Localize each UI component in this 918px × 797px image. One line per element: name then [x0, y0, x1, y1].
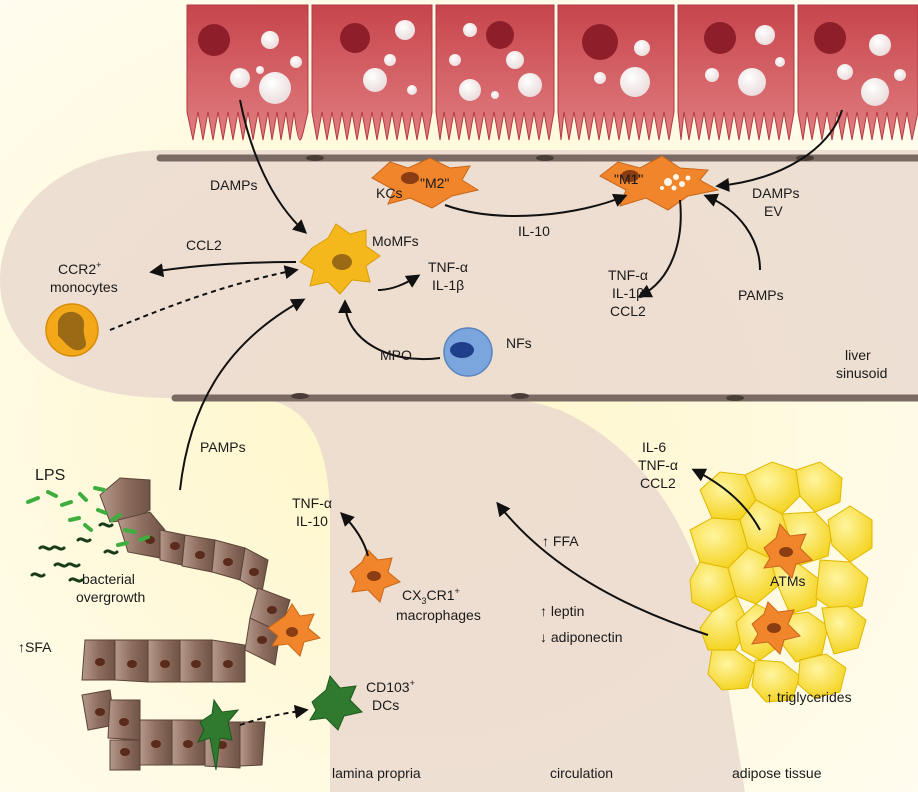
arrow-momf-output	[377, 274, 421, 291]
arrow-cx3cr1-output	[340, 512, 369, 557]
label-adipose-output-ccl2: CCL2	[640, 475, 676, 491]
label-lp-output-il10: IL-10	[296, 513, 328, 529]
gut-macrophage-epithelial	[267, 603, 322, 657]
liver-sinusoid-vessel	[0, 150, 918, 792]
label-bacterial: bacterial	[82, 571, 135, 587]
label-cx3cr1: CX3CR1+	[402, 586, 460, 606]
cd103-dc-cell	[309, 674, 363, 731]
label-damps-ev-line2: EV	[764, 203, 783, 219]
label-il10-mid: IL-10	[518, 223, 550, 239]
arrow-gut-pamps-to-momf	[179, 298, 306, 491]
lps-bacteria	[26, 486, 150, 547]
label-macrophages: macrophages	[396, 607, 481, 623]
endothelium-bottom-nuclei	[291, 393, 744, 401]
label-m1-output-il1b: IL-1β	[612, 285, 644, 301]
arrow-atm-output	[691, 468, 761, 531]
label-dcs: DCs	[372, 697, 399, 713]
label-m1-output-ccl2: CCL2	[610, 303, 646, 319]
arrow-adipose-to-circulation	[496, 501, 709, 636]
arrow-damps-to-m1	[715, 109, 843, 192]
arrows	[109, 99, 843, 726]
label-m1: "M1"	[614, 171, 643, 187]
neutrophil-cell	[443, 327, 493, 377]
arrow-m2-to-m1	[444, 193, 628, 217]
label-lp-output-tnfa: TNF-α	[292, 495, 332, 511]
arrow-momf-to-monocytes	[149, 261, 297, 278]
label-sinusoid: sinusoid	[836, 365, 887, 381]
label-m2: "M2"	[420, 175, 449, 191]
label-m1-output-tnfa: TNF-α	[608, 267, 648, 283]
label-overgrowth: overgrowth	[76, 589, 145, 605]
arrow-damps-to-momf	[239, 99, 308, 234]
label-adipose-output-tnfa: TNF-α	[638, 457, 678, 473]
label-damps-left: DAMPs	[210, 177, 257, 193]
arrow-pamps-to-m1	[703, 193, 761, 271]
hepatocyte-6	[797, 4, 918, 141]
label-adipose-output-il6: IL-6	[642, 439, 666, 455]
label-sfa: ↑SFA	[18, 639, 52, 655]
label-lamina-propria: lamina propria	[332, 765, 421, 781]
arrow-nfs-to-momf	[338, 299, 441, 361]
label-nfs: NFs	[506, 335, 532, 351]
label-kcs: KCs	[376, 185, 402, 201]
gut-epithelium-middle	[81, 639, 246, 683]
atm-macrophage-lower	[751, 601, 801, 655]
label-momf-output-il1b: IL-1β	[432, 277, 464, 293]
overgrowth-bacteria	[30, 522, 119, 583]
hepatocyte-4	[557, 4, 675, 141]
hepatocyte-row	[186, 4, 918, 141]
gut-epithelium-lower	[81, 689, 266, 771]
arrow-dc-migration	[239, 704, 309, 726]
label-monocytes: monocytes	[50, 279, 118, 295]
kupffer-cell-m2	[371, 157, 480, 209]
label-pamps-right: PAMPs	[738, 287, 784, 303]
label-lps: LPS	[35, 467, 65, 484]
label-momfs: MoMFs	[372, 233, 419, 249]
ccr2-monocyte-cell	[45, 303, 99, 357]
label-cd103: CD103+	[366, 678, 415, 695]
label-adipose-tissue: adipose tissue	[732, 765, 822, 781]
hepatocyte-3	[435, 4, 555, 141]
adipose-tissue	[689, 461, 873, 703]
labels: DAMPs KCs "M2" "M1" DAMPs EV CCL2 CCR2+ …	[18, 171, 887, 781]
label-damps-ev-line1: DAMPs	[752, 185, 799, 201]
label-ccl2-top: CCL2	[186, 237, 222, 253]
bacteria-cluster	[26, 486, 150, 583]
epithelial-dendritic-cell	[197, 698, 240, 771]
hepatocyte-1	[186, 4, 309, 141]
arrow-monocyte-to-momf	[109, 265, 299, 331]
cx3cr1-macrophage-cell	[349, 549, 401, 603]
label-triglycerides: ↑ triglycerides	[766, 689, 852, 705]
momf-cell	[299, 223, 381, 295]
label-liver: liver	[845, 347, 871, 363]
kupffer-cell-m1	[599, 155, 720, 211]
hepatocyte-2	[311, 4, 433, 141]
label-leptin: ↑ leptin	[540, 603, 584, 619]
atm-macrophage-upper	[763, 522, 813, 579]
label-ffa: ↑ FFA	[542, 533, 579, 549]
label-circulation: circulation	[550, 765, 613, 781]
label-atms: ATMs	[770, 573, 806, 589]
gut-epithelium	[81, 477, 291, 771]
label-pamps-left: PAMPs	[200, 439, 246, 455]
arrow-m1-output	[637, 199, 682, 298]
hepatocyte-5	[677, 4, 795, 141]
label-ccr2: CCR2+	[58, 260, 101, 277]
label-adiponectin: ↓ adiponectin	[540, 629, 623, 645]
label-mpo: MPO	[380, 347, 412, 363]
label-momf-output-tnfa: TNF-α	[428, 259, 468, 275]
